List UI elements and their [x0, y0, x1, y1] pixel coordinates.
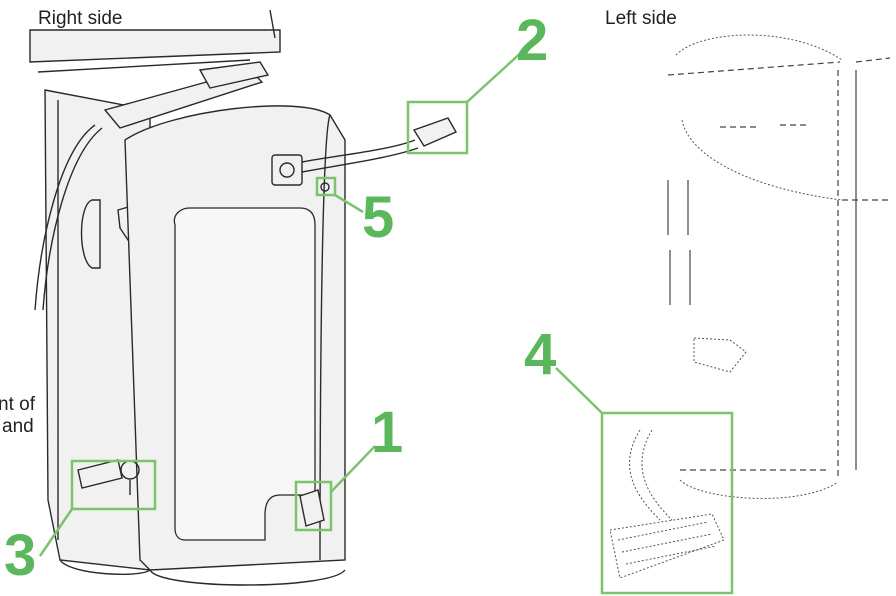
highlight-box-1 [294, 480, 333, 532]
highlight-box-4 [600, 411, 734, 595]
highlight-box-3 [70, 459, 157, 511]
left-side-label: Left side [605, 8, 677, 29]
highlight-box-5 [315, 176, 337, 197]
partial-text-line-2: and [2, 416, 34, 437]
front-panel [173, 207, 316, 541]
partial-text-line-1: nt of [0, 394, 36, 415]
left-side-view [609, 34, 891, 579]
handle [80, 199, 101, 269]
callout-number-2: 2 [516, 8, 548, 73]
highlight-box-2 [406, 100, 469, 155]
callout-number-5: 5 [362, 185, 394, 250]
right-side-view [29, 9, 457, 586]
leader-line-5 [334, 193, 364, 214]
leader-line-4 [555, 367, 603, 414]
callout-number-3: 3 [4, 523, 36, 588]
leader-line-2 [466, 49, 525, 103]
leader-line-1 [330, 445, 376, 493]
leader-line-3 [38, 508, 74, 557]
callout-number-1: 1 [371, 400, 403, 465]
callout-number-4: 4 [524, 322, 556, 387]
right-side-label: Right side [38, 8, 123, 29]
